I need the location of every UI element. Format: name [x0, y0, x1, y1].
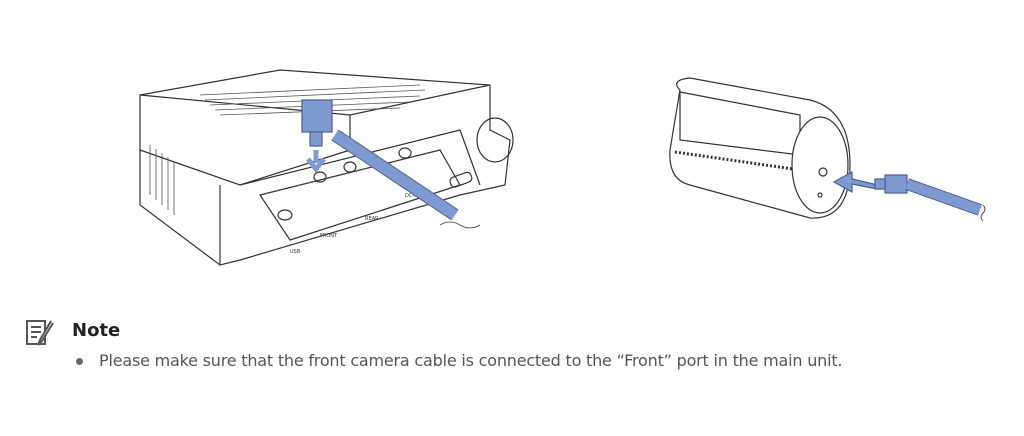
port-label-usb: USB: [290, 249, 301, 255]
port-label-dcin: DC-IN: [405, 193, 420, 199]
note-icon: [24, 318, 54, 348]
note-item: Please make sure that the front camera c…: [99, 351, 843, 370]
main-unit-illustration: USB FRONT REAR DC-IN: [120, 55, 520, 280]
bullet-icon: [76, 358, 83, 365]
note-title: Note: [72, 320, 121, 341]
port-label-front: FRONT: [320, 233, 338, 239]
front-camera-illustration: [650, 70, 1000, 240]
port-label-rear: REAR: [365, 216, 379, 222]
